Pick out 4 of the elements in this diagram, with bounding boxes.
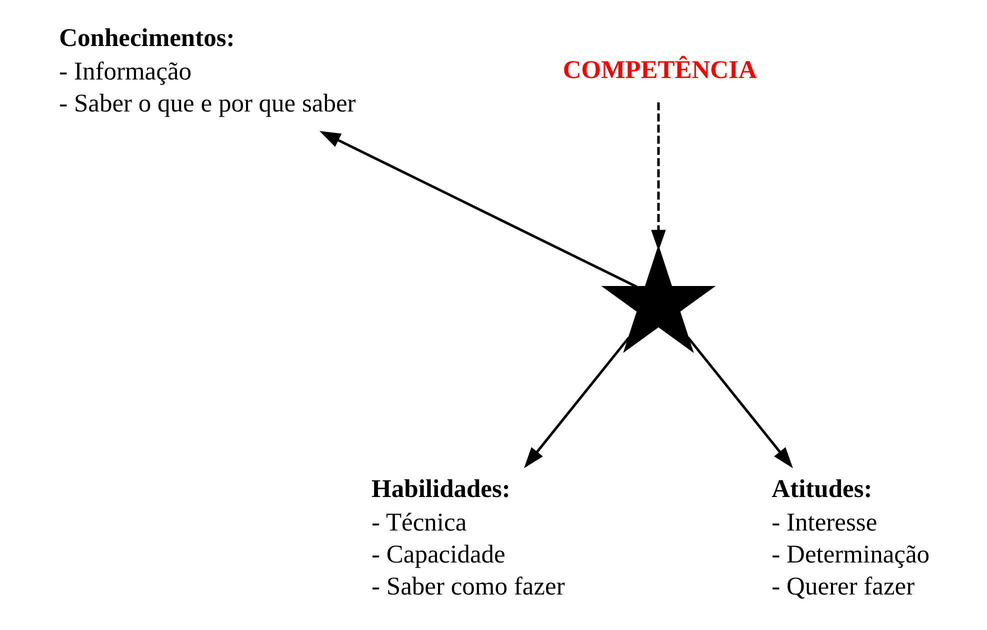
node-text: Conhecimentos: - Informação - Saber o que e por que saber	[59, 23, 356, 118]
node-text: Atitudes: - Interesse - Determinação - Querer fazer	[772, 474, 930, 600]
node-text: COMPETÊNCIA	[562, 54, 757, 84]
node-text: Habilidades: - Técnica - Capacidade - Saber como fazer	[372, 474, 565, 600]
